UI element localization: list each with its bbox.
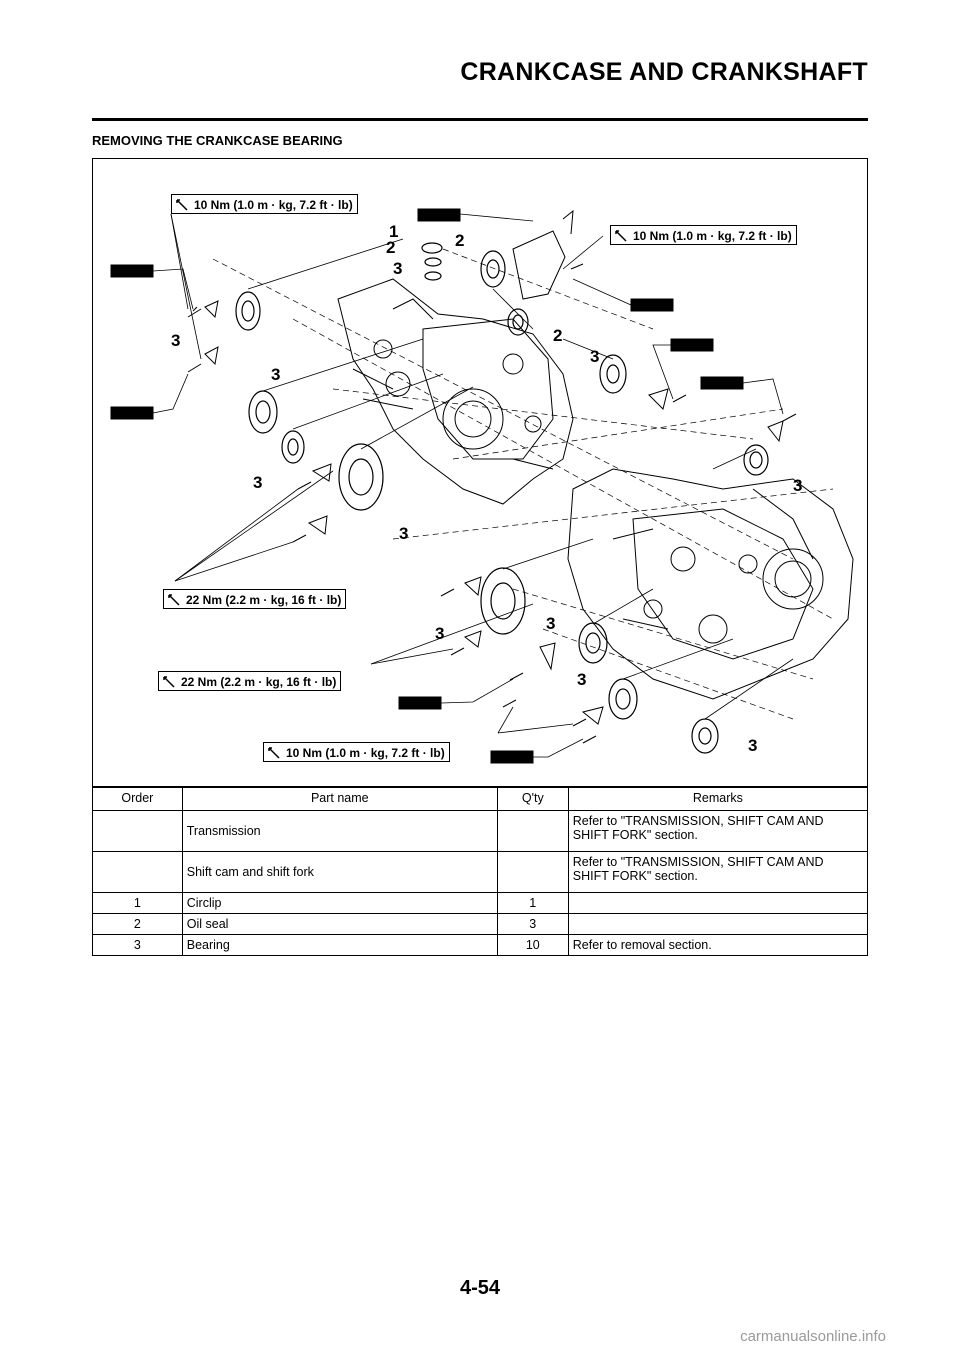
- watermark: carmanualsonline.info: [740, 1328, 886, 1345]
- parts-table: Order Part name Q'ty Remarks Transmissio…: [92, 787, 869, 956]
- callout-number: 3: [793, 476, 803, 495]
- torque-value: 10 Nm (1.0 m · kg, 7.2 ft · lb): [194, 198, 353, 212]
- leader-lines: [152, 213, 794, 758]
- cell-remarks: Refer to removal section.: [567, 934, 869, 956]
- callout-number: 3: [271, 365, 281, 384]
- torque-value: 22 Nm (2.2 m · kg, 16 ft · lb): [181, 675, 337, 689]
- callout-number: 3: [253, 473, 263, 492]
- callout-number: 3: [393, 259, 403, 278]
- cell-remarks: [567, 892, 869, 914]
- callout-number: 2: [553, 326, 563, 345]
- torque-value: 22 Nm (2.2 m · kg, 16 ft · lb): [186, 593, 342, 607]
- cell-order: 2: [92, 913, 183, 935]
- cell-order: [92, 810, 183, 852]
- cell-qty: 10: [496, 934, 569, 956]
- cell-qty: [496, 810, 569, 852]
- table-row: 2 Oil seal 3: [92, 913, 869, 935]
- cell-part-name: Oil seal: [181, 913, 498, 935]
- callout-number: 3: [748, 736, 758, 755]
- left-crankcase-half: [337, 278, 574, 505]
- torque-spec-label: 10 Nm (1.0 m · kg, 7.2 ft · lb): [610, 225, 797, 245]
- cell-part-name: Bearing: [181, 934, 498, 956]
- table-row: 1 Circlip 1: [92, 892, 869, 914]
- cell-part-name: Shift cam and shift fork: [181, 851, 498, 893]
- wrench-icon: [615, 230, 627, 242]
- wrench-icon: [268, 747, 280, 759]
- header-order: Order: [92, 787, 183, 811]
- torque-spec-label: 10 Nm (1.0 m · kg, 7.2 ft · lb): [171, 194, 358, 214]
- header-qty: Q'ty: [496, 787, 569, 811]
- title-rule: [92, 118, 868, 121]
- cell-remarks: Refer to "TRANSMISSION, SHIFT CAM AND SH…: [567, 851, 869, 893]
- cell-qty: 3: [496, 913, 569, 935]
- page-number: 4-54: [459, 1277, 501, 1299]
- section-heading: REMOVING THE CRANKCASE BEARING: [92, 133, 343, 148]
- torque-value: 10 Nm (1.0 m · kg, 7.2 ft · lb): [633, 229, 792, 243]
- torque-spec-label: 22 Nm (2.2 m · kg, 16 ft · lb): [158, 671, 342, 691]
- torque-spec-label: 22 Nm (2.2 m · kg, 16 ft · lb): [163, 589, 347, 609]
- callout-number: 3: [399, 524, 409, 543]
- table-header-row: Order Part name Q'ty Remarks: [92, 787, 869, 811]
- bearings: [235, 242, 769, 754]
- cell-order: 1: [92, 892, 183, 914]
- cell-part-name: Transmission: [181, 810, 498, 852]
- crankcase-illustration: [110, 208, 854, 764]
- cell-qty: [496, 851, 569, 893]
- alignment-lines: [212, 248, 834, 720]
- wrench-icon: [168, 594, 180, 606]
- torque-value: 10 Nm (1.0 m · kg, 7.2 ft · lb): [286, 746, 445, 760]
- wrench-icon: [163, 676, 175, 688]
- callout-number: 1: [389, 222, 399, 241]
- tool-boxes: [110, 208, 744, 764]
- cell-part-name: Circlip: [181, 892, 498, 914]
- table-row: Transmission Refer to "TRANSMISSION, SHI…: [92, 810, 869, 852]
- callout-number: 3: [171, 331, 181, 350]
- exploded-diagram: 10 Nm (1.0 m · kg, 7.2 ft · lb) 10 Nm (1…: [92, 158, 868, 787]
- callout-number: 2: [386, 238, 396, 257]
- callout-number: 3: [577, 670, 587, 689]
- header-part-name: Part name: [181, 787, 498, 811]
- header-remarks: Remarks: [567, 787, 869, 811]
- callout-number: 2: [455, 231, 465, 250]
- cell-order: 3: [92, 934, 183, 956]
- table-row: 3 Bearing 10 Refer to removal section.: [92, 934, 869, 956]
- torque-spec-label: 10 Nm (1.0 m · kg, 7.2 ft · lb): [263, 742, 450, 762]
- callout-number: 3: [435, 624, 445, 643]
- right-crankcase-half: [567, 468, 854, 700]
- page-title: CRANKCASE AND CRANKSHAFT: [460, 58, 868, 86]
- table-row: Shift cam and shift fork Refer to "TRANS…: [92, 851, 869, 893]
- cell-qty: 1: [496, 892, 569, 914]
- screws: [187, 209, 797, 744]
- cell-remarks: Refer to "TRANSMISSION, SHIFT CAM AND SH…: [567, 810, 869, 852]
- cell-order: [92, 851, 183, 893]
- callout-number: 3: [546, 614, 556, 633]
- cell-remarks: [567, 913, 869, 935]
- callout-number: 3: [590, 347, 600, 366]
- wrench-icon: [176, 199, 188, 211]
